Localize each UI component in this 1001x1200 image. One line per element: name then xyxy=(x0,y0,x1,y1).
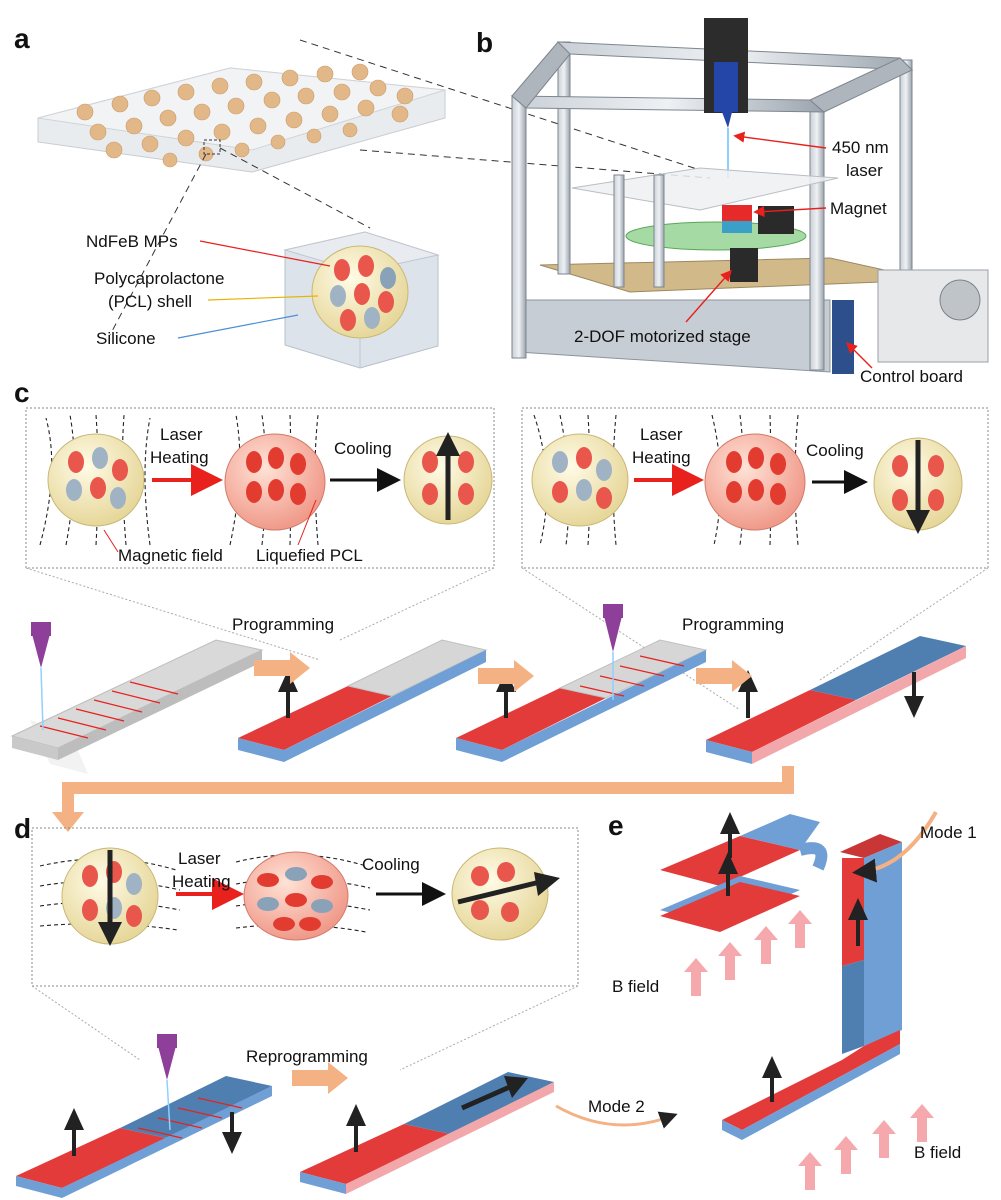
label-pcl-line2: (PCL) shell xyxy=(108,292,192,311)
label-magnetic-field: Magnetic field xyxy=(118,546,223,565)
panel-c-box-left xyxy=(25,407,495,569)
panel-label-e: e xyxy=(608,810,624,841)
label-c-cooling-1: Cooling xyxy=(334,439,392,458)
label-d-cooling: Cooling xyxy=(362,855,420,874)
b-field-arrows xyxy=(684,910,934,1190)
pointer-magnet xyxy=(753,205,827,218)
pointer-board xyxy=(846,342,873,369)
particle-array xyxy=(76,63,414,168)
label-reprogramming: Reprogramming xyxy=(246,1047,368,1066)
process-arrows xyxy=(52,652,794,1094)
panel-b-printer xyxy=(510,18,989,374)
label-control-board: Control board xyxy=(860,367,963,386)
panel-d-strips xyxy=(16,985,579,1198)
ndfeb-particles xyxy=(330,255,396,331)
label-ndfeb-mps: NdFeB MPs xyxy=(86,232,178,251)
pointer-laser xyxy=(733,131,827,149)
pointer-silicone xyxy=(177,314,299,339)
panel-e-mode2-bent xyxy=(722,834,902,1140)
label-d-heating: Heating xyxy=(172,872,231,891)
label-pcl-line1: Polycaprolactone xyxy=(94,269,224,288)
label-laser-line2: laser xyxy=(846,161,883,180)
mode-1-arrow xyxy=(852,811,938,883)
panel-d-box xyxy=(31,827,579,987)
mode-2-arrow xyxy=(555,1104,678,1129)
label-mode-1: Mode 1 xyxy=(920,823,977,842)
label-c-heating-2: Heating xyxy=(632,448,691,467)
label-programming-1: Programming xyxy=(232,615,334,634)
label-d-laser: Laser xyxy=(178,849,221,868)
panel-c-right-sequence xyxy=(531,414,963,546)
panel-a-silicone-sheet xyxy=(37,39,711,336)
label-c-laser-1: Laser xyxy=(160,425,203,444)
panel-label-c: c xyxy=(14,377,30,408)
link-to-panel-b-2 xyxy=(299,39,701,171)
label-c-laser-2: Laser xyxy=(640,425,683,444)
pointer-stage xyxy=(685,269,732,323)
label-programming-2: Programming xyxy=(682,615,784,634)
label-c-cooling-2: Cooling xyxy=(806,441,864,460)
label-b-field-1: B field xyxy=(612,977,659,996)
zoom-line-left xyxy=(109,153,207,336)
link-to-panel-b-1 xyxy=(359,149,711,179)
panel-label-b: b xyxy=(476,27,493,58)
zoom-line-right xyxy=(219,147,371,229)
label-mode-2: Mode 2 xyxy=(588,1097,645,1116)
label-laser-line1: 450 nm xyxy=(832,138,889,157)
pointer-mps xyxy=(199,240,331,267)
panel-a-zoom-cube xyxy=(283,231,440,369)
label-stage: 2-DOF motorized stage xyxy=(574,327,751,346)
panel-c-box-right xyxy=(521,407,989,569)
panel-c-left-sequence xyxy=(39,414,493,546)
panel-d-sequence xyxy=(39,847,560,946)
label-magnet: Magnet xyxy=(830,199,887,218)
label-b-field-2: B field xyxy=(914,1143,961,1162)
panel-label-d: d xyxy=(14,813,31,844)
panel-e-mode1-folded xyxy=(660,812,828,932)
pointer-pcl xyxy=(207,295,319,301)
panel-c-strips xyxy=(10,567,989,774)
label-liquefied-pcl: Liquefied PCL xyxy=(256,546,363,565)
label-c-heating-1: Heating xyxy=(150,448,209,467)
panel-label-a: a xyxy=(14,23,30,54)
label-silicone: Silicone xyxy=(96,329,156,348)
